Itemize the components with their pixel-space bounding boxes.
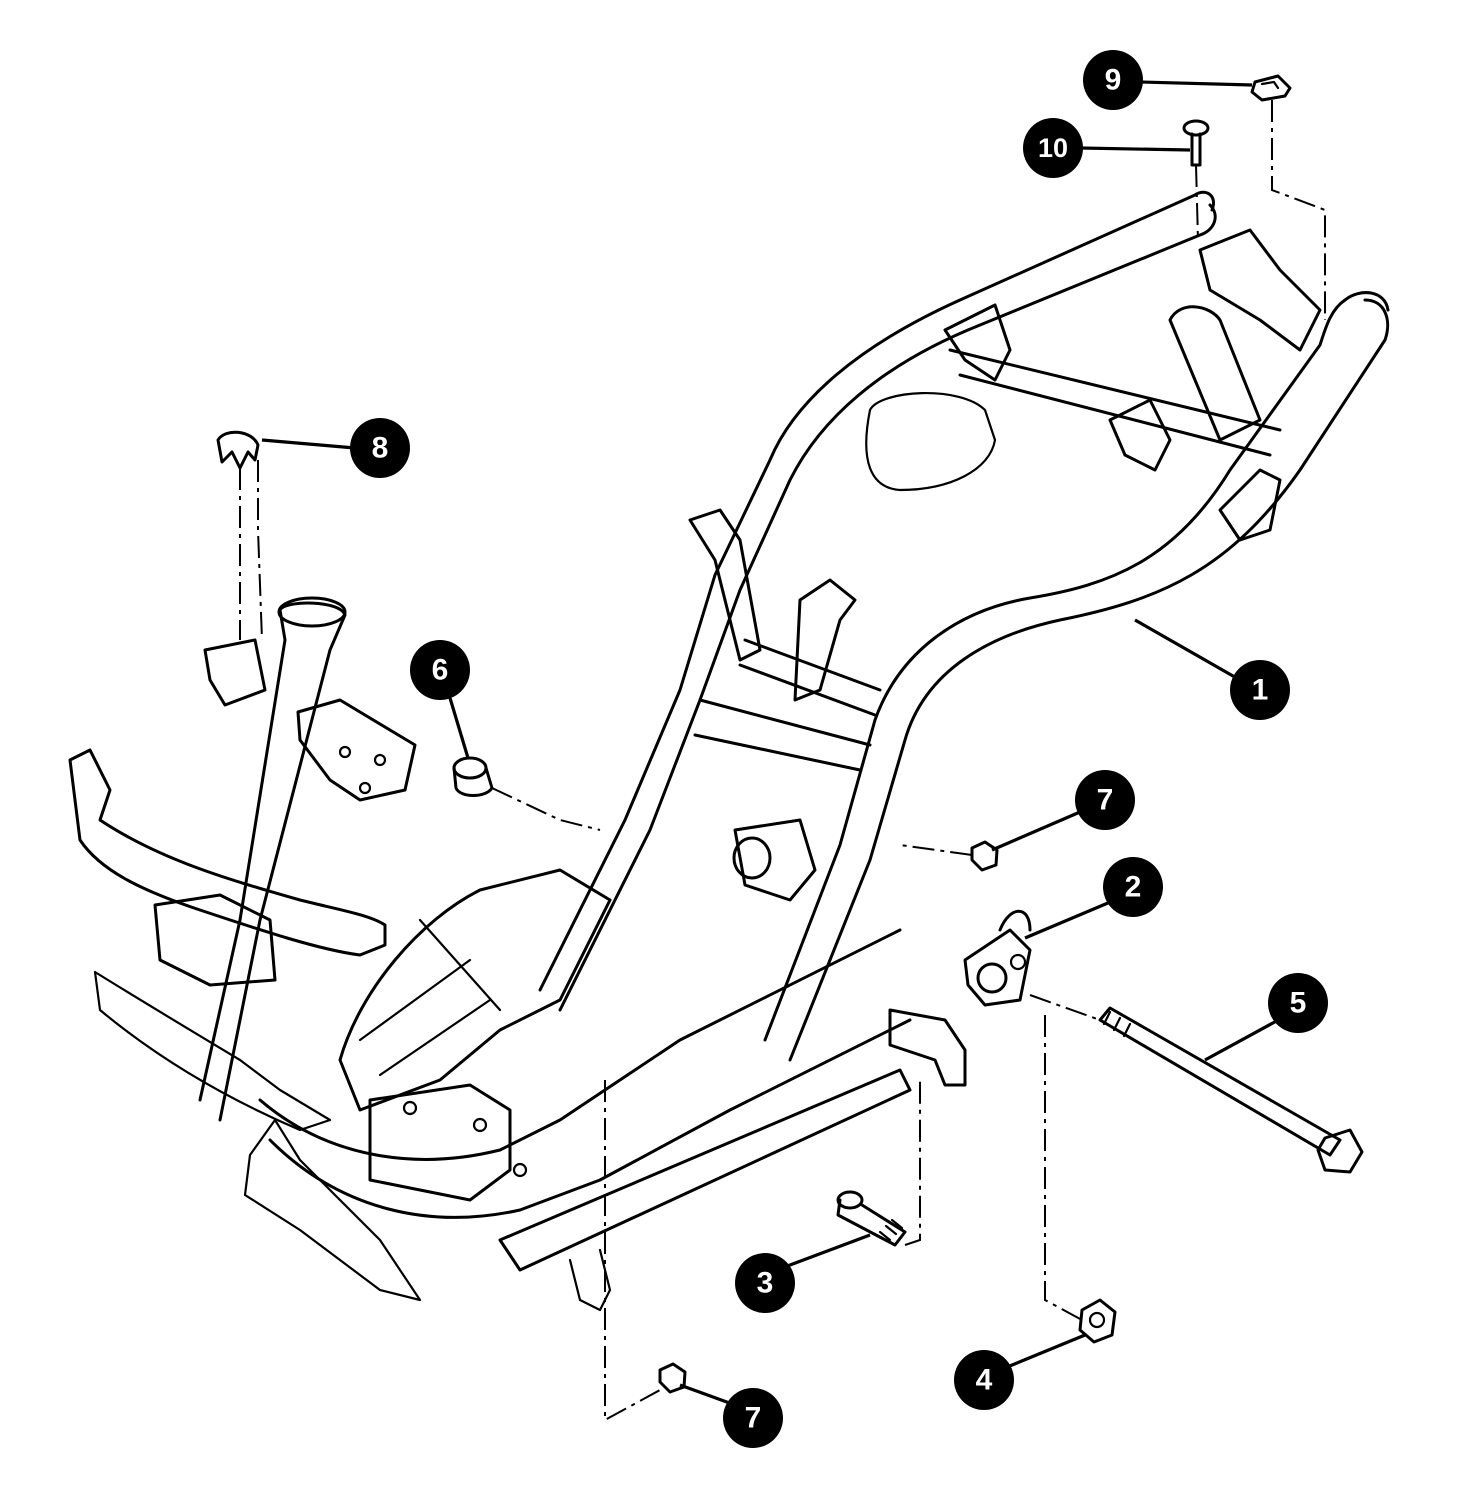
part-nut <box>1078 1298 1117 1344</box>
part-screw <box>1182 119 1210 167</box>
frame-head-tube-top <box>277 596 347 628</box>
frame-rear-loop-inner <box>763 298 1347 1042</box>
frame-pivot-bracket <box>888 1008 967 1087</box>
part-clip-nut <box>1250 74 1292 102</box>
bracket-hole-3 <box>373 753 387 767</box>
box-hole-1 <box>402 1100 418 1116</box>
frame-lower-bracket <box>568 1248 612 1312</box>
frame-left-upright <box>688 508 762 662</box>
frame-tunnel-detail <box>358 918 502 1077</box>
frame-front-crossbar <box>68 748 387 957</box>
callout-2: 2 <box>1103 857 1163 917</box>
frame-left-upper-rail <box>558 203 1217 1012</box>
frame-mid-cross-1 <box>948 348 1282 457</box>
alignment-lines <box>239 100 1326 1422</box>
bracket-hole-1 <box>358 781 372 795</box>
callout-4: 4 <box>954 1350 1014 1410</box>
callout-6-label: 6 <box>432 654 449 687</box>
callout-1: 1 <box>1230 660 1290 720</box>
part-long-pivot-bolt <box>1098 1006 1364 1174</box>
frame-steering-bracket <box>296 698 417 802</box>
bracket-hole-2 <box>338 745 352 759</box>
frame-rear-cross-tube <box>1343 291 1390 312</box>
part-engine-hanger-link <box>963 909 1032 1007</box>
callout-9: 9 <box>1083 50 1143 110</box>
callout-5-label: 5 <box>1290 987 1307 1020</box>
callout-6: 6 <box>410 640 470 700</box>
callout-3-label: 3 <box>757 1267 774 1300</box>
callout-9-label: 9 <box>1105 64 1122 97</box>
callout-1-label: 1 <box>1252 674 1269 707</box>
frame-engine-mount-plate <box>733 818 817 902</box>
frame-mid-cross-2 <box>693 698 872 772</box>
callout-8-label: 8 <box>372 432 389 465</box>
part-bolt-short <box>836 1190 907 1247</box>
frame-rear-lower-lug <box>1218 468 1282 542</box>
callout-4-label: 4 <box>976 1364 993 1397</box>
frame-seat-pan <box>865 392 997 492</box>
frame-rear-bracket-right <box>1108 398 1172 472</box>
part-spring-clip <box>216 430 260 470</box>
frame-clamp-block <box>153 893 277 987</box>
frame-floor-rail-front <box>258 928 902 1161</box>
frame-center-tunnel <box>338 868 612 1112</box>
frame-rear-bracket-left <box>943 303 1012 382</box>
box-hole-2 <box>472 1117 488 1133</box>
box-hole-3 <box>512 1162 528 1178</box>
frame-left-upper-rail-inner <box>538 193 1197 992</box>
callout-3: 3 <box>735 1253 795 1313</box>
callout-5: 5 <box>1268 973 1328 1033</box>
callout-10-label: 10 <box>1038 133 1068 163</box>
frame-rear-loop-outer <box>788 298 1390 1062</box>
part-small-nut-lower <box>658 1362 687 1394</box>
leader-lines <box>261 80 1283 1407</box>
frame-engine-mount-bushing <box>732 836 772 880</box>
part-rubber-bushing <box>452 756 494 797</box>
frame-center-box <box>368 1083 512 1202</box>
frame-rear-pillar <box>1168 305 1262 442</box>
frame-mid-cross-3 <box>738 638 882 717</box>
callout-10: 10 <box>1023 118 1083 178</box>
part-small-nut-upper <box>970 840 999 872</box>
frame-lower-crossbar <box>498 1068 912 1272</box>
frame-center-upright <box>793 578 857 702</box>
frame-front-plate <box>93 970 332 1132</box>
frame-lower-shroud <box>243 1118 422 1302</box>
callout-2-label: 2 <box>1125 871 1142 904</box>
callout-7-upper: 7 <box>1075 770 1135 830</box>
callout-7-lower-label: 7 <box>745 1402 762 1435</box>
frame-side-mount <box>203 638 267 707</box>
frame-floor-rail-lower <box>268 1018 912 1219</box>
frame-steering-head-tube <box>198 601 347 1122</box>
frame-rear-plate <box>1198 228 1322 352</box>
frame-assembly <box>68 190 1390 1312</box>
callout-7-upper-label: 7 <box>1097 784 1114 817</box>
callout-8: 8 <box>350 418 410 478</box>
callout-7-lower: 7 <box>723 1388 783 1448</box>
